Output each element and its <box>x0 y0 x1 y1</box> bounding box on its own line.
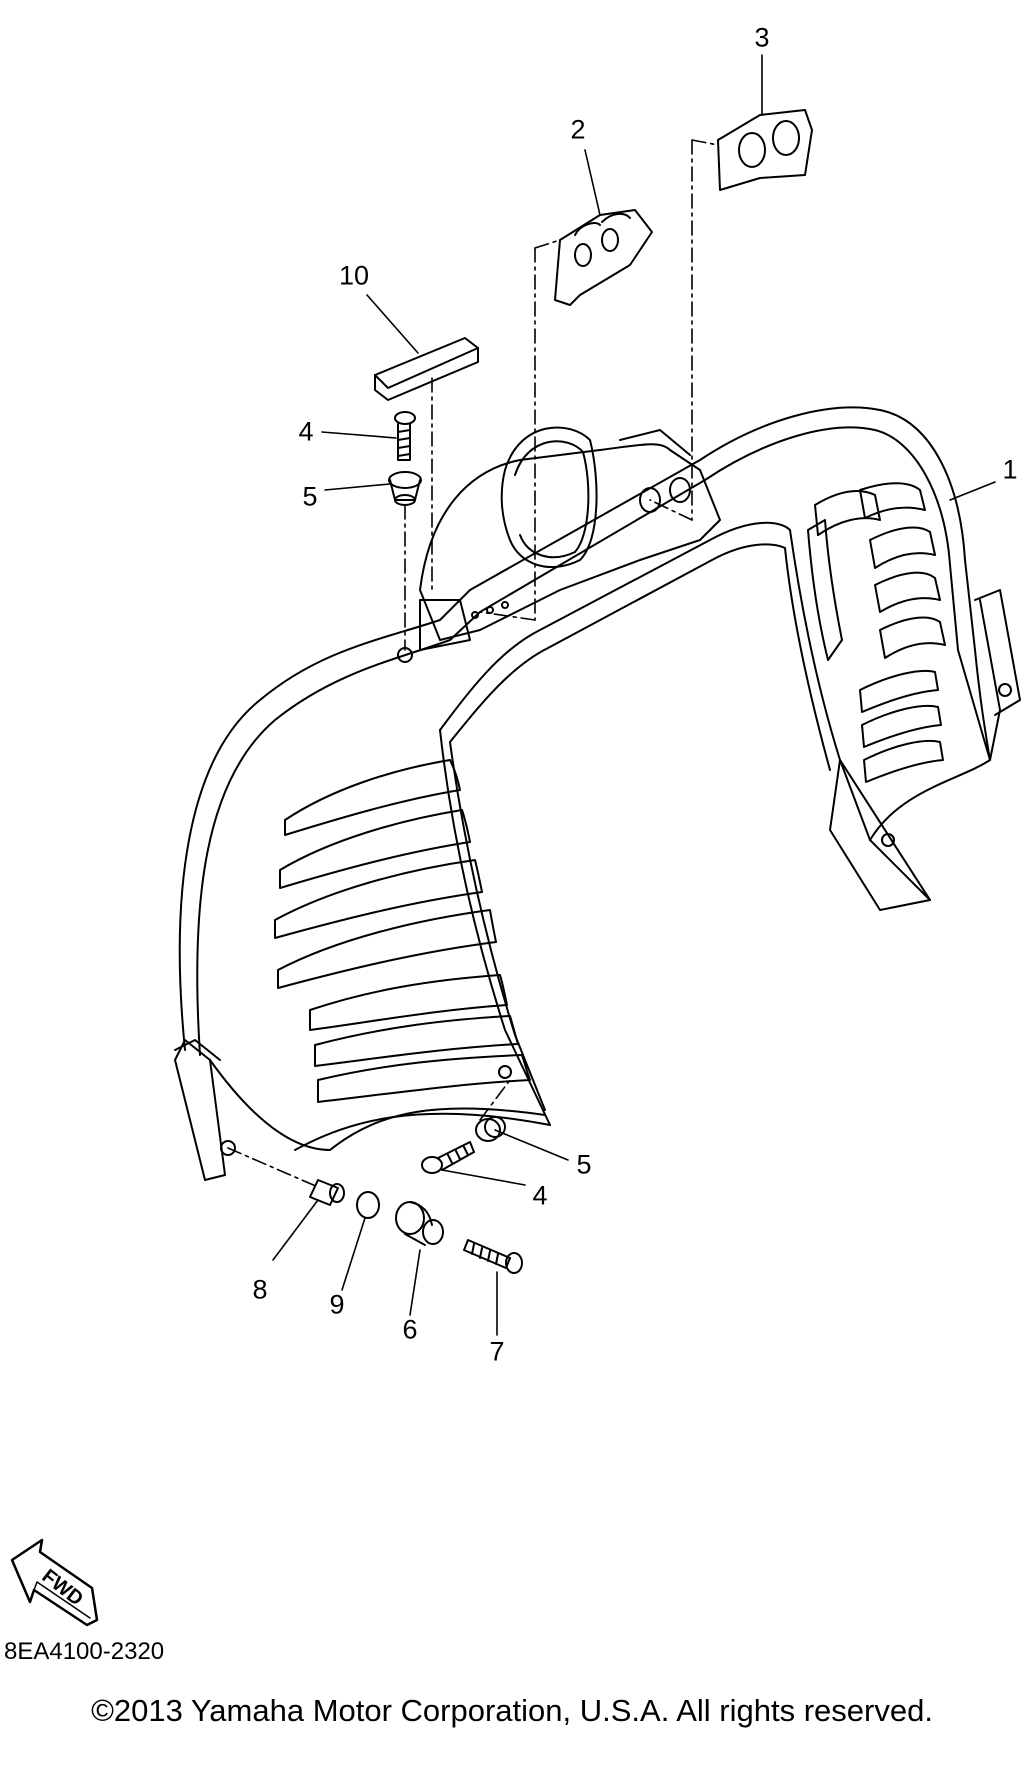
callout-6: 6 <box>402 1314 418 1345</box>
grommet-part-5-bottom <box>475 1116 506 1142</box>
fwd-arrow-icon: FWD <box>10 1538 99 1627</box>
callout-7: 7 <box>489 1336 505 1367</box>
collar-part-8 <box>309 1179 345 1206</box>
grommet-part-5-top <box>388 471 422 506</box>
copyright-notice: ©2013 Yamaha Motor Corporation, U.S.A. A… <box>91 1693 933 1728</box>
diagram-part-code: 8EA4100-2320 <box>4 1638 165 1665</box>
callout-4-top: 4 <box>298 416 314 447</box>
callout-3: 3 <box>754 22 770 53</box>
washer-part-9 <box>356 1191 380 1219</box>
callout-4-bottom: 4 <box>532 1180 548 1211</box>
callout-5-bottom: 5 <box>576 1149 592 1180</box>
screw-part-4-top <box>394 411 416 461</box>
callout-2: 2 <box>570 114 586 145</box>
screw-part-4-bottom <box>421 1141 475 1174</box>
strip-part-10 <box>374 337 479 401</box>
plate-part-3 <box>717 109 813 191</box>
inner-panel-part-1 <box>174 406 1021 1181</box>
callout-1: 1 <box>1002 454 1018 485</box>
bolt-part-7 <box>463 1239 523 1274</box>
callout-5-top: 5 <box>302 481 318 512</box>
callout-9: 9 <box>329 1289 345 1320</box>
damper-part-6 <box>395 1201 444 1246</box>
plate-part-2 <box>554 209 653 306</box>
callout-10: 10 <box>338 260 370 291</box>
assembly-guide-lines <box>227 139 719 1188</box>
fwd-label: FWD <box>38 1565 87 1610</box>
leader-lines <box>272 54 996 1336</box>
callout-8: 8 <box>252 1274 268 1305</box>
